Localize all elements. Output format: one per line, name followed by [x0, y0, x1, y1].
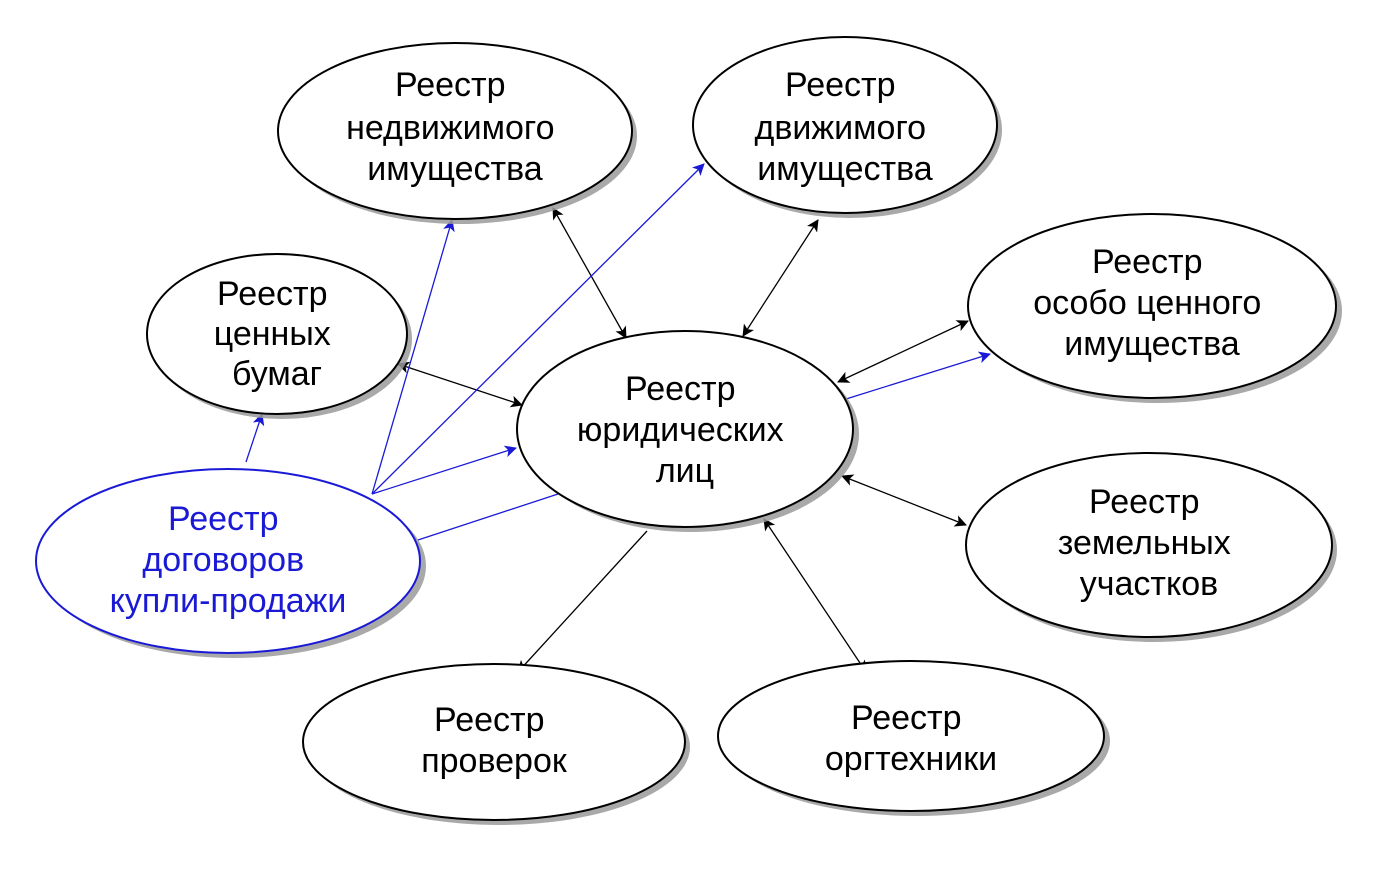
node-securities-line-1: Реестр	[217, 275, 327, 313]
node-real-estate-line-2: недвижимого	[346, 109, 554, 147]
svg-text:Реестр земельных: Реестр земельных участков	[1058, 483, 1241, 603]
nodes-layer: Реестр недвижимого имущества Реестр движ…	[35, 36, 1342, 825]
node-real-estate-line-3: имущества	[367, 150, 543, 188]
edge-legal-real-estate	[552, 207, 627, 339]
edge-contracts-movable	[371, 163, 705, 495]
node-movable-line-2: движимого	[755, 109, 926, 147]
node-inspections[interactable]: Реестр проверок	[302, 663, 690, 825]
node-inspections-line-2: проверок	[421, 742, 568, 780]
node-office-line-1: Реестр	[851, 699, 961, 737]
edges-layer	[245, 163, 991, 673]
edge-legal-valuable	[837, 320, 969, 383]
node-office-equipment[interactable]: Реестр оргтехники	[717, 660, 1110, 816]
node-contracts-line-2: договоров	[142, 541, 304, 579]
edge-legal-land	[841, 474, 967, 527]
node-contracts-line-1: Реестр	[168, 500, 278, 538]
node-real-estate-line-1: Реестр	[395, 66, 505, 104]
node-sale-contracts[interactable]: Реестр договоров купли-продажи	[35, 468, 426, 658]
edge-legal-office	[763, 518, 867, 673]
node-land-line-3: участков	[1080, 565, 1218, 603]
svg-text:Реестр оргтехники: Реестр оргтехники	[825, 699, 997, 778]
node-legal-line-1: Реестр	[625, 370, 735, 408]
svg-text:Реестр договоров: Реестр договоров купли-продажи	[110, 500, 347, 620]
node-valuable-property[interactable]: Реестр особо ценного имущества	[967, 213, 1342, 403]
edge-legal-movable	[742, 219, 819, 337]
svg-text:Реестр юридических: Реестр юридических лиц	[577, 370, 793, 490]
node-movable-property[interactable]: Реестр движимого имущества	[692, 36, 1002, 218]
node-securities[interactable]: Реестр ценных бумаг	[146, 253, 412, 419]
node-land-plots[interactable]: Реестр земельных участков	[965, 452, 1337, 642]
node-real-estate[interactable]: Реестр недвижимого имущества	[277, 42, 637, 224]
node-valuable-line-2: особо ценного	[1033, 284, 1261, 322]
node-land-line-2: земельных	[1058, 524, 1231, 562]
svg-text:Реестр недвижимого: Реестр недвижимого имущества	[346, 66, 564, 188]
node-movable-line-3: имущества	[757, 150, 933, 188]
edge-contracts-legal	[371, 445, 517, 495]
svg-text:Реестр особо ценного: Реестр особо ценного имущества	[1033, 243, 1271, 363]
edge-contracts-securities	[245, 413, 265, 463]
node-legal-line-2: юридических	[577, 411, 784, 449]
edge-legal-securities	[397, 361, 523, 408]
svg-text:Реестр ценных: Реестр ценных бумаг	[214, 275, 340, 393]
node-securities-line-3: бумаг	[232, 355, 322, 393]
node-valuable-line-3: имущества	[1064, 325, 1240, 363]
edge-contracts-valuable-tail	[845, 351, 991, 400]
node-office-line-2: оргтехники	[825, 740, 997, 778]
svg-text:Реестр движимого: Реестр движимого имущества	[755, 66, 936, 188]
node-contracts-line-3: купли-продажи	[110, 582, 347, 620]
svg-text:Реестр проверок: Реестр проверок	[421, 701, 568, 780]
node-securities-line-2: ценных	[214, 315, 331, 353]
node-inspections-line-1: Реестр	[434, 701, 544, 739]
node-valuable-line-1: Реестр	[1092, 243, 1202, 281]
node-land-line-1: Реестр	[1089, 483, 1199, 521]
node-legal-entities[interactable]: Реестр юридических лиц	[516, 330, 859, 532]
edge-contracts-valuable	[417, 493, 559, 541]
edge-contracts-real-estate	[371, 219, 455, 495]
node-movable-line-1: Реестр	[785, 66, 895, 104]
edge-legal-inspections	[517, 530, 648, 673]
node-legal-line-3: лиц	[656, 452, 714, 490]
